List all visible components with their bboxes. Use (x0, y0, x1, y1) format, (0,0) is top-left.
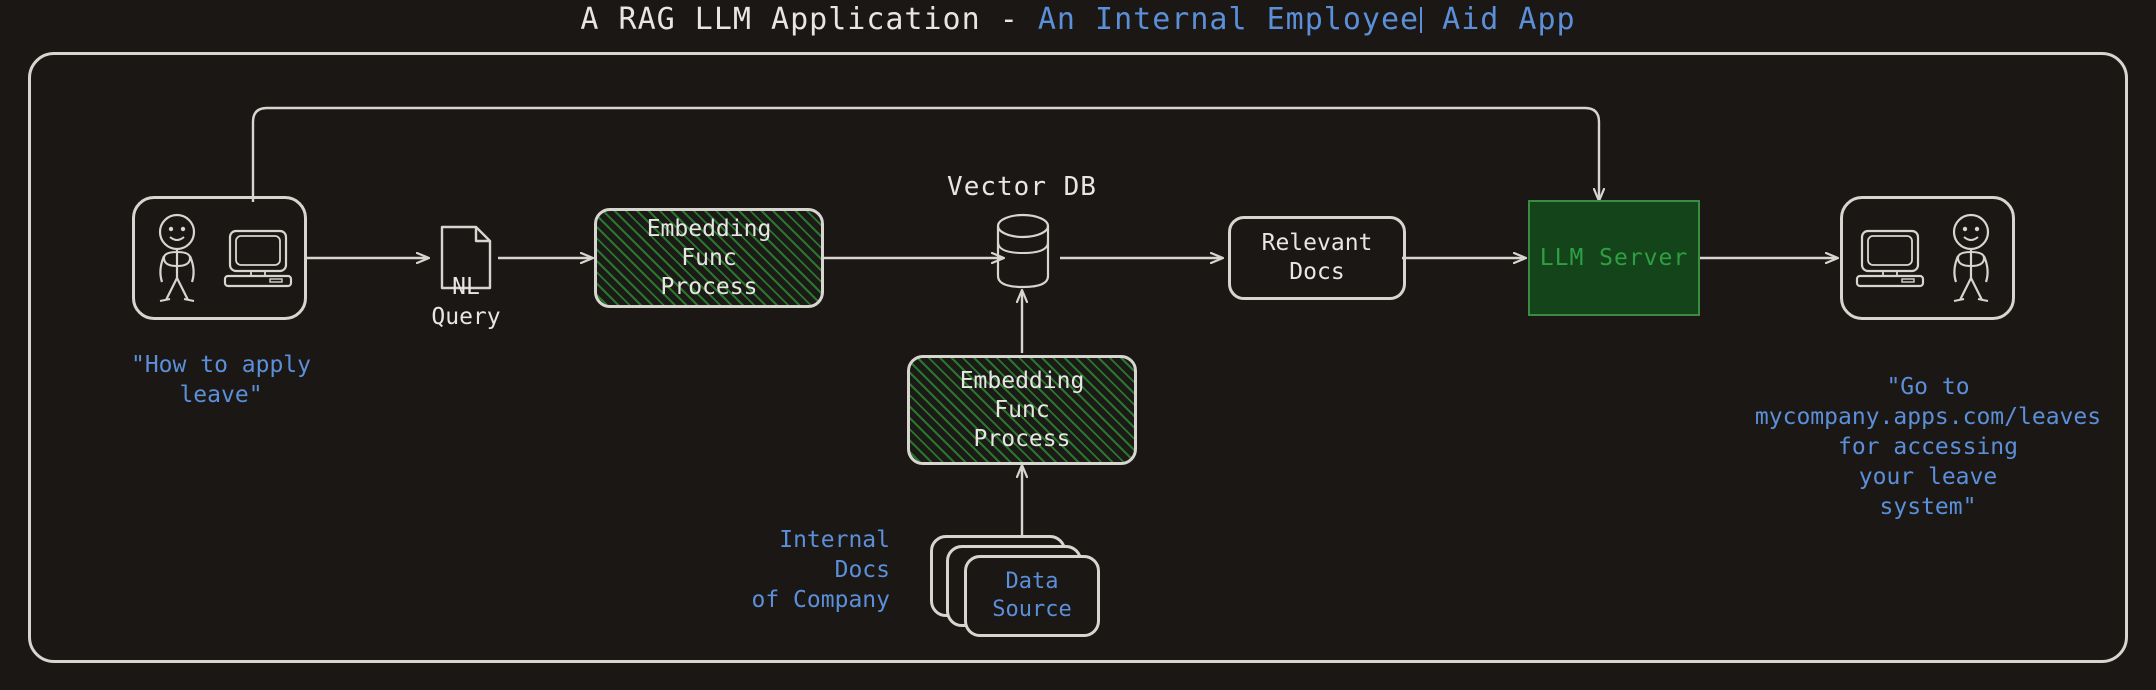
page-title-main: A RAG LLM Application - (580, 2, 1038, 37)
page-title-accent: An Internal Employee (1037, 2, 1420, 37)
diagram-frame (28, 52, 2128, 663)
person-icon (158, 213, 195, 302)
nl-query-label: NL Query (431, 274, 501, 330)
page-title-accent-tail: Aid App (1423, 2, 1576, 37)
database-cylinder-icon (996, 213, 1050, 289)
computer-icon (1855, 229, 1924, 288)
data-source-label: Data Source (992, 569, 1072, 622)
relevant-docs-node[interactable]: Relevant Docs (1228, 216, 1406, 300)
llm-server-node[interactable]: LLM Server (1528, 200, 1700, 316)
data-source-card-front: Data Source (964, 555, 1100, 637)
person-icon (1952, 213, 1989, 302)
user-answer-actor[interactable] (1840, 196, 2015, 320)
computer-icon (223, 229, 292, 288)
answer-label: "Go to mycompany.apps.com/leaves for acc… (1754, 374, 2102, 520)
user-query-actor[interactable] (132, 196, 307, 320)
embedding-query-label: Embedding Func Process (646, 215, 772, 300)
user-question-label: "How to apply leave" (130, 352, 311, 408)
text-caret (1420, 7, 1423, 33)
relevant-docs-label: Relevant Docs (1261, 230, 1373, 285)
embedding-docs-label: Embedding Func Process (959, 367, 1085, 452)
llm-server-label: LLM Server (1539, 245, 1689, 271)
page-title: A RAG LLM Application - An Internal Empl… (0, 2, 2156, 37)
document-icon (440, 225, 492, 290)
embedding-func-process-query[interactable]: Embedding Func Process (594, 208, 824, 308)
vector-db-title: Vector DB (947, 172, 1097, 202)
nl-query-document[interactable] (436, 224, 496, 292)
embedding-func-process-docs[interactable]: Embedding Func Process (907, 355, 1137, 465)
data-source-stack[interactable]: Data Source (930, 535, 1116, 645)
internal-docs-label: Internal Docs of Company (751, 527, 890, 613)
vector-db-node[interactable] (992, 212, 1054, 292)
